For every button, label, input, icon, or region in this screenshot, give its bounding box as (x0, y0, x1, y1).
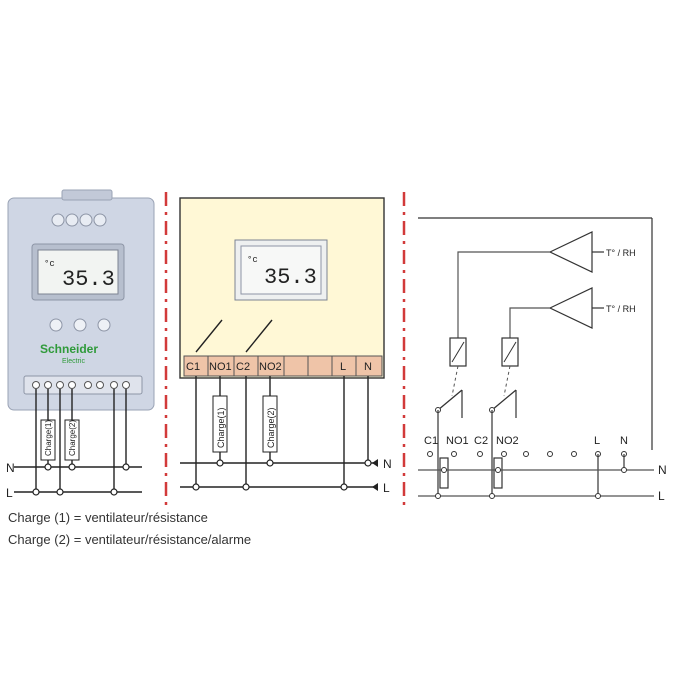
relay-linkages (451, 365, 511, 397)
line-arrows-2 (372, 459, 378, 491)
s3-line-label: L (658, 489, 665, 503)
load1-label: Charge(1) (44, 420, 53, 456)
s3-neutral-label: N (658, 463, 667, 477)
contact-pivots (435, 407, 495, 413)
device-panel: °c 35.3 Schneider Electric (6, 189, 155, 500)
schematic-body (179, 197, 385, 379)
device-wiring (14, 389, 142, 493)
device-terminal-strip (23, 375, 143, 395)
brand-logo: Schneider (40, 342, 98, 356)
neutral-label: N (6, 461, 15, 475)
sensor1-label: T° / RH (606, 248, 636, 258)
brand-logo-sub: Electric (62, 358, 85, 365)
schematic-neutral-label: N (383, 457, 392, 471)
device-top-knobs (51, 213, 107, 227)
s3-terminal-n: N (620, 435, 628, 447)
line-label: L (6, 486, 13, 500)
schematic-panel: °c 35.3 C1 NO1 C2 NO2 L N (179, 197, 392, 495)
schematic-wiring (180, 376, 378, 488)
s3-terminal-dots (427, 451, 627, 457)
terminal-label-no2: NO2 (259, 361, 282, 373)
device-buttons (49, 318, 111, 332)
schematic-line-label: L (383, 481, 390, 495)
s3-terminal-l: L (594, 435, 600, 447)
s3-terminal-no1: NO1 (446, 435, 469, 447)
relay2-coil-mark (503, 341, 517, 363)
s3-terminal-c1: C1 (424, 435, 438, 447)
sensor2-amplifier (548, 287, 593, 329)
caption-load1: Charge (1) = ventilateur/résistance (8, 510, 208, 525)
load2-resistor (64, 419, 80, 461)
device-terminal-screws (32, 381, 130, 389)
schematic-load2 (262, 395, 278, 453)
terminal-label-c1: C1 (186, 361, 200, 373)
schematic-lcd (240, 245, 322, 295)
s3-bus-nodes (435, 467, 627, 499)
device-lcd-unit: °c (44, 259, 55, 269)
control-wiring (457, 251, 550, 338)
schematic-load1-label: Charge(1) (216, 407, 226, 448)
device-wiring-nodes (32, 463, 130, 496)
electrical-schematic-panel: T° / RH T° / RH C1 NO1 C2 NO2 L (418, 217, 667, 503)
s3-bus-lines (418, 469, 654, 497)
caption-load2: Charge (2) = ventilateur/résistance/alar… (8, 532, 252, 547)
terminal-label-c2: C2 (236, 361, 250, 373)
schematic3-frame (418, 217, 653, 450)
load2-label: Charge(2) (68, 420, 77, 456)
device-lcd (37, 249, 119, 295)
schematic-load1 (212, 395, 228, 453)
schematic-load2-label: Charge(2) (266, 407, 276, 448)
terminal-dividers (207, 356, 357, 376)
relay-contact-switches (437, 389, 517, 411)
schematic-lcd-value: 35.3 (264, 265, 317, 290)
relay-contacts (195, 319, 273, 353)
terminal-label-no1: NO1 (209, 361, 232, 373)
device-top-clip (61, 189, 113, 201)
sensor2-label: T° / RH (606, 304, 636, 314)
load1-resistor (40, 419, 56, 461)
schematic-wiring-nodes (192, 459, 372, 491)
terminal-label-n: N (364, 361, 372, 373)
terminal-label-l: L (340, 361, 346, 373)
s3-terminal-no2: NO2 (496, 435, 519, 447)
device-lcd-value: 35.3 (62, 267, 115, 292)
sensor1-amplifier (548, 231, 593, 273)
relay1-coil-mark (451, 341, 465, 363)
schematic-lcd-unit: °c (247, 255, 258, 265)
s3-terminal-c2: C2 (474, 435, 488, 447)
